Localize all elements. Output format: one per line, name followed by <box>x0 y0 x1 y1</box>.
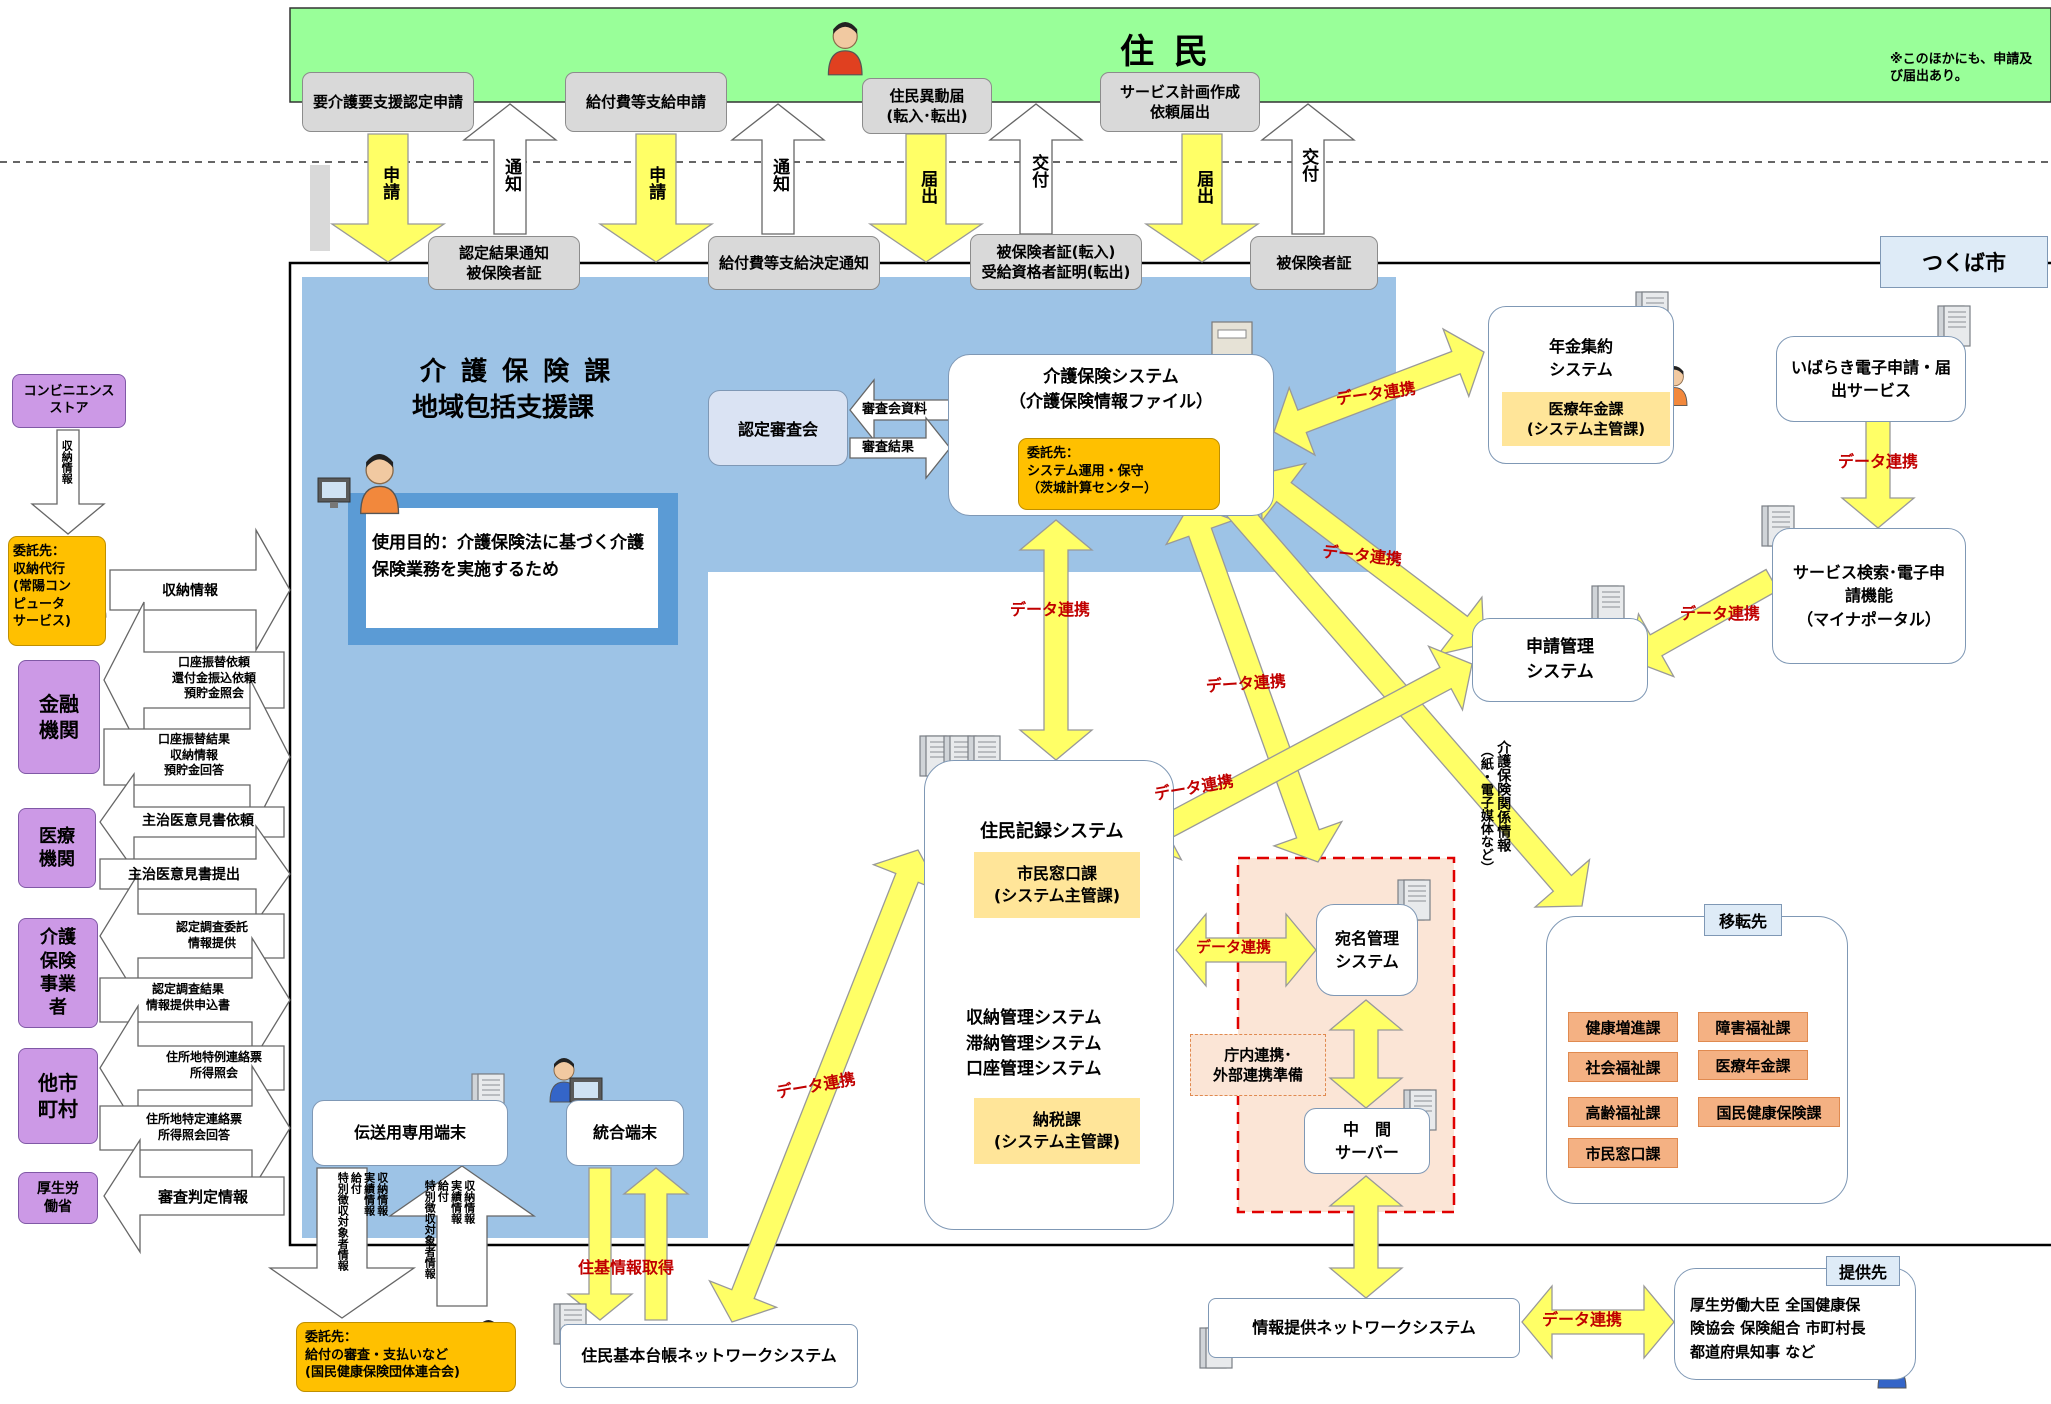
label-jigyo-in: 認定調査結果 情報提供申込書 <box>146 982 230 1013</box>
box-hihoken-tennyu: 被保険者証(転入) 受給資格者証明(転出) <box>970 234 1142 290</box>
ijisaki-title: 移転先 <box>1704 904 1782 936</box>
label-kaigo-kanren-sub: （紙・電子媒体など） <box>1476 744 1493 874</box>
label-todokede-1: 届出 <box>916 170 938 204</box>
label-kofu-1: 交付 <box>1027 154 1049 188</box>
box-kyufuhi-shinsei: 給付費等支給申請 <box>565 72 727 132</box>
juki-net: 住民基本台帳ネットワークシステム <box>560 1324 858 1388</box>
iryo-kikan: 医療 機関 <box>18 808 96 888</box>
resident-note: ※このほかにも、申請及 び届出あり。 <box>1890 52 2032 86</box>
label-tashi-in: 住所地特定連絡票 所得照会回答 <box>146 1112 242 1143</box>
tashi-chouson: 他市 町村 <box>18 1048 98 1144</box>
label-kokuho-down: 収納情報 実績情報 給付 特別徴収対象者情報 <box>336 1172 389 1271</box>
monitor-dept-icon-glass <box>322 482 346 498</box>
box-nintei-notice: 認定結果通知 被保険者証 <box>428 236 580 290</box>
mynaportal: サービス検索･電子申 請機能 （マイナポータル） <box>1772 528 1966 664</box>
label-tsuchi-2: 通知 <box>768 158 790 192</box>
box-hihokensha: 被保険者証 <box>1250 236 1378 290</box>
label-todokede-2: 届出 <box>1192 170 1214 204</box>
label-conv-shuno: 収納情報 <box>59 440 73 484</box>
convenience-store: コンビニエンス ストア <box>12 374 126 428</box>
label-iryo-out: 主治医意見書依頼 <box>142 812 254 830</box>
dept-kokuho: 国民健康保険課 <box>1698 1097 1840 1127</box>
label-kosei-in: 審査判定情報 <box>158 1188 248 1208</box>
denso-terminal: 伝送用専用端末 <box>312 1100 508 1166</box>
label-shuno-joho: 収納情報 <box>162 582 218 600</box>
label-kinyu-in: 口座振替結果 収納情報 預貯金回答 <box>158 732 230 779</box>
kinyu-kikan: 金融 機関 <box>18 660 100 774</box>
juki-dept: 市民窓口課 (システム主管課) <box>974 852 1140 918</box>
label-renkei-teikyo: データ連携 <box>1542 1310 1622 1331</box>
shuno-dept: 納税課 (システム主管課) <box>974 1098 1140 1164</box>
label-shinsa-kekka: 審査結果 <box>862 440 914 457</box>
kokuho-contractor: 委託先： 給付の審査・支払いなど (国民健康保険団体連合会) <box>296 1322 516 1392</box>
monitor-dept-icon-stand <box>330 502 338 508</box>
atena-system: 宛名管理 システム <box>1316 904 1418 996</box>
shuno-system-names: 収納管理システム 滞納管理システム 口座管理システム <box>966 1006 1102 1083</box>
dept-korei: 高齢福祉課 <box>1568 1097 1678 1127</box>
label-shinsei-1: 申請 <box>378 166 400 200</box>
computer-kaigo-drive <box>1218 330 1246 338</box>
monitor-togo-icon-glass <box>574 1082 598 1098</box>
label-iryo-in: 主治医意見書提出 <box>128 866 240 884</box>
label-jukijoho: 住基情報取得 <box>578 1258 674 1279</box>
kaigo-contractor: 委託先： システム運用・保守 （茨城計算センター） <box>1018 438 1220 510</box>
juki-system-name: 住民記録システム <box>980 820 1123 843</box>
kaigo-jigyosha: 介護 保険 事業 者 <box>18 918 98 1028</box>
dept-title-2: 地域包括支援課 <box>412 392 594 426</box>
label-kaigo-kanren: 介護保険関係情報 <box>1494 740 1512 852</box>
stripe-deco <box>310 165 330 251</box>
label-renkei-juki: データ連携 <box>1010 600 1090 621</box>
shinsei-kanri-system: 申請管理 システム <box>1472 618 1648 702</box>
label-kokuho-up: 収納情報 実績情報 給付 特別徴収対象者情報 <box>423 1180 476 1279</box>
kaigo-system-name: 介護保険システム <box>1043 367 1179 387</box>
chukan-server: 中 間 サーバー <box>1304 1108 1430 1174</box>
ibaraki-denshi: いばらき電子申請・届 出サービス <box>1776 336 1966 422</box>
teikyo-title: 提供先 <box>1826 1256 1900 1286</box>
label-renkei-myna: データ連携 <box>1680 604 1760 625</box>
teikyo-text: 厚生労働大臣 全国健康保 険協会 保険組合 市町村長 都道府県知事 など <box>1690 1294 1865 1364</box>
label-jigyo-out: 認定調査委託 情報提供 <box>176 920 248 951</box>
box-kyufu-notice: 給付費等支給決定通知 <box>708 236 880 290</box>
dept-shimin-madoguchi: 市民窓口課 <box>1568 1138 1678 1168</box>
resident-title: 住 民 <box>1120 30 1212 74</box>
dept-shogai: 障害福祉課 <box>1698 1012 1808 1042</box>
box-ido-todoke: 住民異動届 (転入･転出) <box>862 78 992 134</box>
nenkin-dept: 医療年金課 (システム主管課) <box>1502 392 1670 446</box>
label-kofu-2: 交付 <box>1297 148 1319 182</box>
koseirodosho: 厚生労 働省 <box>18 1172 98 1224</box>
purpose-text: 使用目的：介護保険法に基づく介護保険業務を実施するため <box>372 530 652 584</box>
joho-teikyo-network: 情報提供ネットワークシステム <box>1208 1298 1520 1358</box>
city-label: つくば市 <box>1880 236 2048 288</box>
chokyo-renkei: 庁内連携･ 外部連携準備 <box>1190 1034 1326 1096</box>
shuno-itakusaki: 委託先： 収納代行 (常陽コン ピュータ サービス) <box>8 536 106 646</box>
nintei-shinsakai: 認定審査会 <box>708 390 848 466</box>
dept-iryo-nenkin: 医療年金課 <box>1698 1050 1808 1080</box>
label-shinsakai-shiryo: 審査会資料 <box>862 402 927 419</box>
dept-kenko: 健康増進課 <box>1568 1012 1678 1042</box>
dept-shakai: 社会福祉課 <box>1568 1052 1678 1082</box>
label-renkei-ibaraki: データ連携 <box>1838 452 1918 473</box>
box-yokaigo-shinsei: 要介護要支援認定申請 <box>302 72 474 132</box>
label-tsuchi-1: 通知 <box>500 158 522 192</box>
kaigo-system-file: （介護保険情報ファイル） <box>1009 392 1213 412</box>
label-tashi-out: 住所地特例連絡票 所得照会 <box>166 1050 262 1081</box>
box-service-todoke: サービス計画作成 依頼届出 <box>1100 72 1260 132</box>
dept-title-1: 介 護 保 険 課 <box>420 356 613 390</box>
togo-terminal: 統合端末 <box>566 1100 684 1166</box>
label-shinsei-2: 申請 <box>644 166 666 200</box>
label-kinyu-out: 口座振替依頼 還付金振込依頼 預貯金照会 <box>172 655 256 702</box>
label-renkei-juki-atena: データ連携 <box>1196 938 1271 958</box>
